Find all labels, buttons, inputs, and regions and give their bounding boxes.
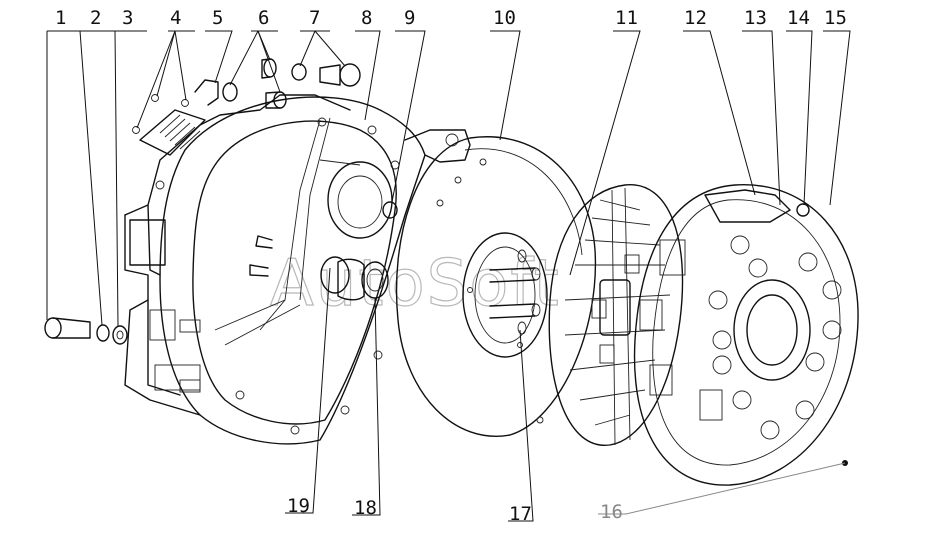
flywheel-housing bbox=[124, 94, 471, 445]
inspection-cover bbox=[132, 79, 219, 156]
dowel-pins bbox=[222, 58, 287, 109]
callout-8: 8 bbox=[361, 7, 372, 29]
bolt-9 bbox=[249, 201, 398, 277]
housing-bolts bbox=[291, 63, 361, 87]
callout-17: 17 bbox=[509, 503, 532, 525]
flywheel bbox=[395, 136, 597, 437]
pressure-plate-assembly bbox=[633, 184, 859, 486]
callout-16: 16 bbox=[600, 501, 623, 523]
watermark: AutoSoft bbox=[270, 247, 561, 321]
callout-15: 15 bbox=[824, 7, 847, 29]
callout-13: 13 bbox=[744, 7, 767, 29]
callout-4: 4 bbox=[170, 7, 181, 29]
callout-6: 6 bbox=[258, 7, 269, 29]
long-bolt-and-washers bbox=[44, 317, 128, 345]
leader-lines bbox=[46, 30, 851, 522]
callout-labels: 1 2 3 4 5 6 7 8 9 10 11 12 13 14 15 16 1… bbox=[55, 7, 847, 525]
callout-12: 12 bbox=[684, 7, 707, 29]
clutch-disc bbox=[548, 184, 684, 446]
callout-9: 9 bbox=[404, 7, 415, 29]
callout-5: 5 bbox=[212, 7, 223, 29]
callout-11: 11 bbox=[615, 7, 638, 29]
callout-14: 14 bbox=[787, 7, 810, 29]
callout-10: 10 bbox=[493, 7, 516, 29]
callout-7: 7 bbox=[309, 7, 320, 29]
callout-19: 19 bbox=[287, 495, 310, 517]
callout-1: 1 bbox=[55, 7, 66, 29]
callout-18: 18 bbox=[354, 497, 377, 519]
callout-3: 3 bbox=[122, 7, 133, 29]
callout-2: 2 bbox=[90, 7, 101, 29]
